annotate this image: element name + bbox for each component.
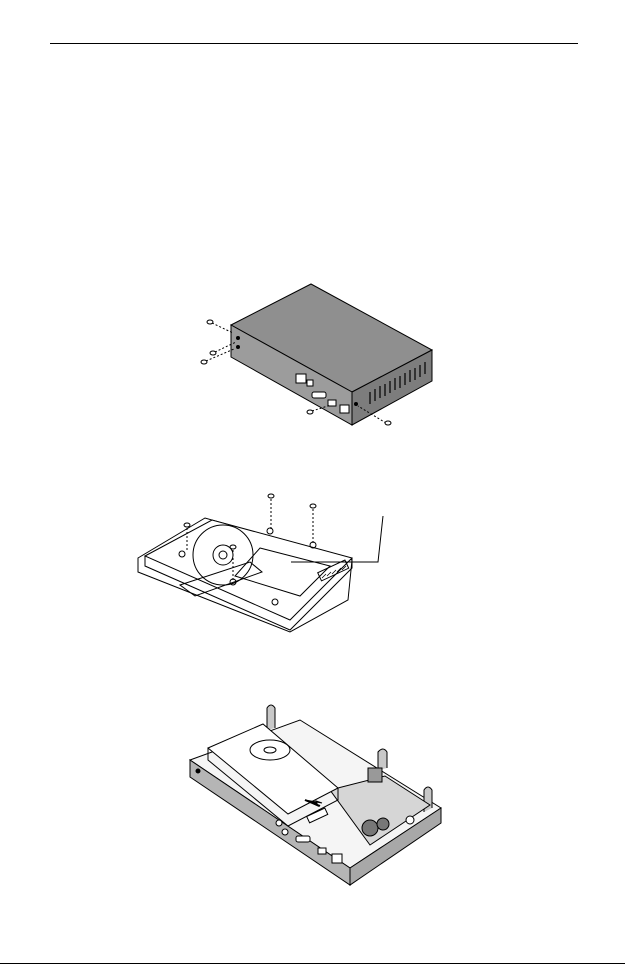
footer-rule bbox=[0, 963, 625, 964]
figure-enclosure-screws bbox=[0, 270, 625, 440]
header-rule bbox=[50, 43, 578, 44]
figure-hdd-screws bbox=[0, 490, 625, 640]
figure-hdd-install bbox=[0, 700, 625, 890]
